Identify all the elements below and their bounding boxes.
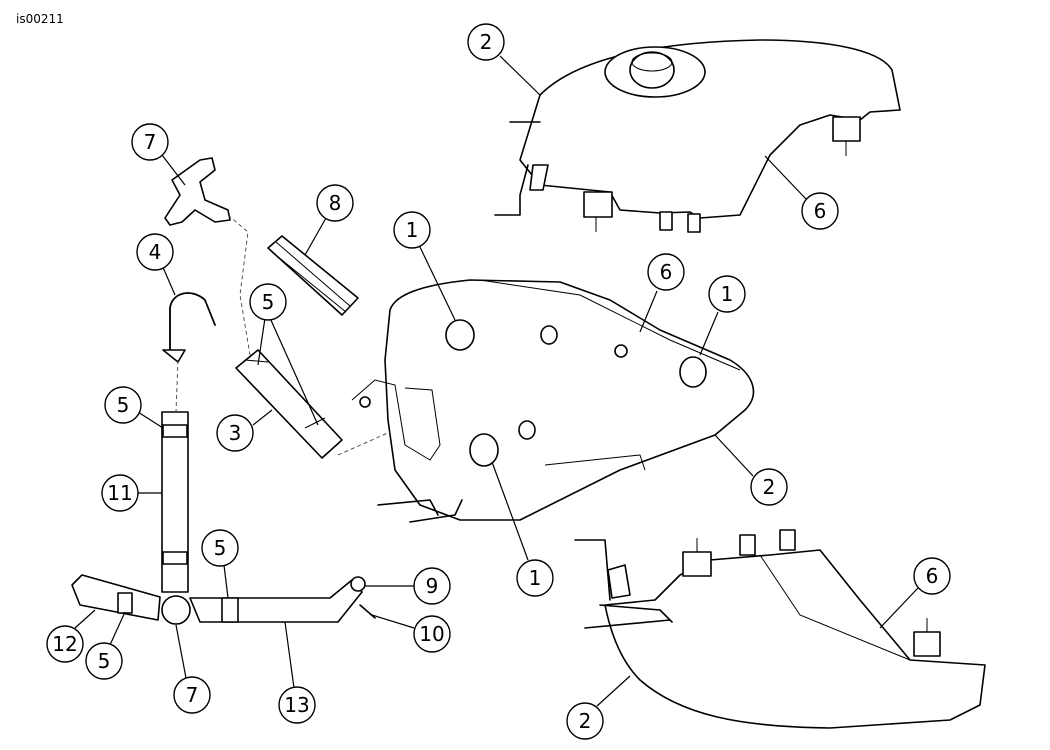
callout-3: 3 — [216, 414, 254, 452]
svg-text:2: 2 — [579, 709, 592, 733]
callout-7: 7 — [173, 676, 211, 714]
svg-text:8: 8 — [329, 191, 342, 215]
callout-1: 1 — [393, 211, 431, 249]
svg-text:11: 11 — [107, 481, 132, 505]
callout-7: 7 — [131, 123, 169, 161]
callout-6: 6 — [647, 253, 685, 291]
callout-10: 10 — [413, 615, 451, 653]
callout-6: 6 — [801, 192, 839, 230]
svg-text:6: 6 — [926, 564, 939, 588]
svg-text:1: 1 — [721, 282, 734, 306]
callout-5: 5 — [85, 642, 123, 680]
hose-assembly — [71, 157, 391, 625]
callout-2: 2 — [566, 702, 604, 740]
callout-2: 2 — [750, 468, 788, 506]
svg-text:9: 9 — [426, 574, 439, 598]
callout-4: 4 — [136, 233, 174, 271]
svg-text:5: 5 — [262, 290, 275, 314]
svg-text:13: 13 — [284, 693, 309, 717]
callout-5: 5 — [249, 283, 287, 321]
svg-text:10: 10 — [419, 622, 444, 646]
callout-5: 5 — [201, 529, 239, 567]
svg-text:2: 2 — [763, 475, 776, 499]
svg-text:5: 5 — [117, 393, 130, 417]
tank-upper-half — [494, 39, 901, 233]
svg-text:5: 5 — [98, 649, 111, 673]
svg-text:1: 1 — [529, 566, 542, 590]
tank-middle-half — [351, 279, 755, 523]
leader-lines — [74, 55, 919, 707]
svg-text:6: 6 — [660, 260, 673, 284]
svg-text:3: 3 — [229, 421, 242, 445]
callout-1: 1 — [516, 559, 554, 597]
callout-12: 12 — [46, 625, 84, 663]
svg-text:7: 7 — [186, 683, 199, 707]
tank-lower-half — [574, 529, 986, 729]
svg-text:5: 5 — [214, 536, 227, 560]
svg-text:1: 1 — [406, 218, 419, 242]
svg-text:6: 6 — [814, 199, 827, 223]
callout-13: 13 — [278, 686, 316, 724]
callout-2: 2 — [467, 23, 505, 61]
svg-text:7: 7 — [144, 130, 157, 154]
callout-1: 1 — [708, 275, 746, 313]
callout-8: 8 — [316, 184, 354, 222]
callout-9: 9 — [413, 567, 451, 605]
callout-5: 5 — [104, 386, 142, 424]
svg-text:2: 2 — [480, 30, 493, 54]
svg-text:12: 12 — [52, 632, 77, 656]
svg-text:4: 4 — [149, 240, 162, 264]
callout-11: 11 — [101, 474, 139, 512]
figure-id: is00211 — [16, 12, 64, 26]
callout-6: 6 — [913, 557, 951, 595]
